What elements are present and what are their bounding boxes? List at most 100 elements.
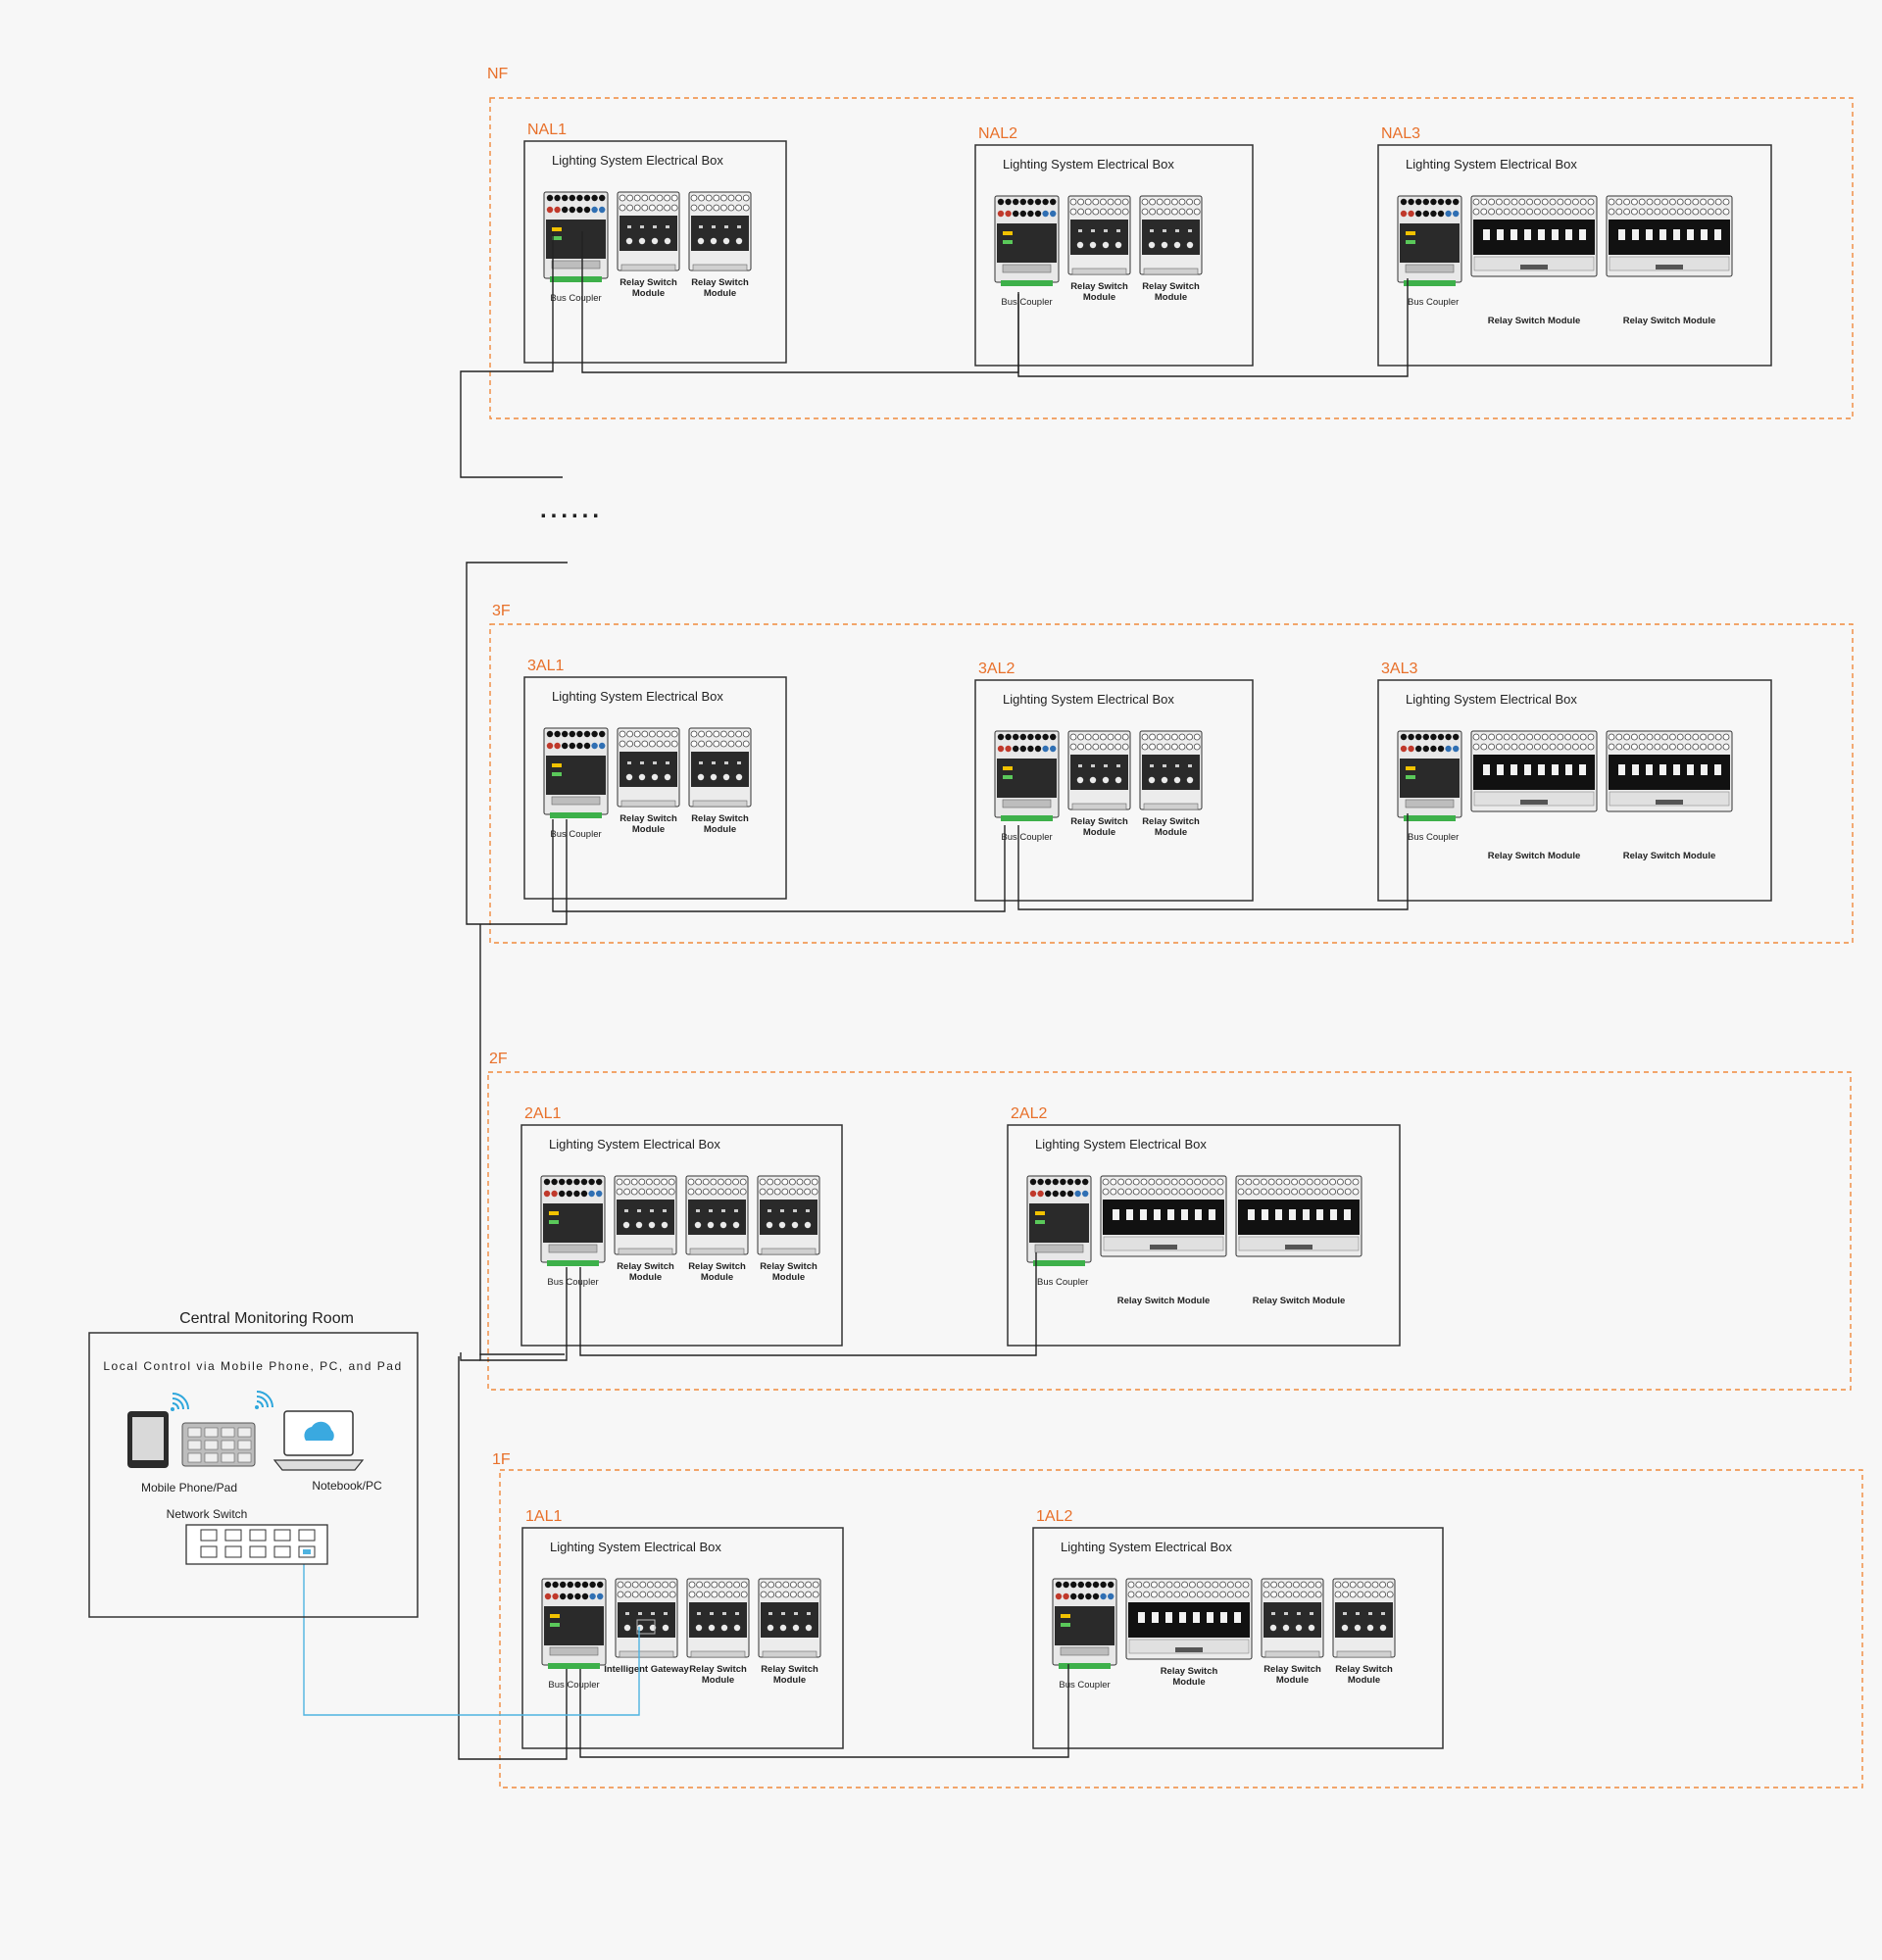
- terminal-screw: [569, 742, 575, 750]
- terminal-screw: [596, 1190, 603, 1198]
- terminal-screw: [1534, 198, 1541, 206]
- module-caption: Bus Coupler: [1001, 832, 1052, 843]
- relay-led: [1175, 764, 1179, 767]
- module-caption: Relay Switch Module: [1488, 851, 1581, 861]
- status-led: [1406, 231, 1415, 235]
- terminal-screw: [1227, 1591, 1234, 1598]
- electrical-box-label: 3AL2: [978, 661, 1015, 677]
- relay-base: [1264, 1650, 1320, 1658]
- terminal-screw: [1114, 743, 1121, 751]
- terminal-screw: [710, 1188, 718, 1196]
- relay-button: [805, 1624, 813, 1632]
- terminal-screw: [782, 1591, 790, 1598]
- relay-faceplate: [617, 1200, 674, 1235]
- relay-led: [653, 761, 657, 764]
- relay-led: [1381, 1612, 1385, 1615]
- relay-led: [697, 1612, 701, 1615]
- relay-led: [1078, 229, 1082, 232]
- terminal-screw: [1415, 210, 1422, 218]
- terminal-screw: [1344, 1188, 1352, 1196]
- terminal-screw: [1541, 208, 1549, 216]
- terminal-screw: [1692, 733, 1700, 741]
- terminal-screw: [1181, 1581, 1188, 1589]
- terminal-screw: [1141, 198, 1149, 206]
- wifi-dot: [255, 1405, 259, 1409]
- terminal-screw: [1171, 198, 1178, 206]
- terminal-screw: [1557, 198, 1564, 206]
- terminal-screw: [1277, 1591, 1285, 1598]
- module-caption: Relay Switch: [1070, 281, 1128, 292]
- terminal-screw: [789, 1178, 796, 1186]
- relay-button: [651, 237, 659, 245]
- terminal-screw: [1415, 733, 1422, 741]
- terminal-screw: [562, 742, 569, 750]
- channel-switch: [1659, 229, 1666, 240]
- terminal-screw: [1587, 733, 1595, 741]
- terminal-screw: [1186, 198, 1193, 206]
- relay-base: [1336, 1650, 1392, 1658]
- terminal-screw: [1646, 743, 1654, 751]
- terminal-screw: [669, 1591, 676, 1598]
- terminal-screw: [1117, 1188, 1124, 1196]
- ethernet-port-icon: [636, 1619, 656, 1635]
- terminal-screw: [1141, 733, 1149, 741]
- terminal-screw: [633, 204, 641, 212]
- terminal-screw: [591, 742, 598, 750]
- keypad-key: [204, 1427, 219, 1438]
- terminal-screw: [1299, 1178, 1306, 1186]
- terminal-screw: [1050, 198, 1057, 206]
- channel-switch: [1152, 1612, 1159, 1623]
- terminal-screw: [1480, 198, 1488, 206]
- coupler-label-plate: [551, 260, 601, 270]
- relay-button: [1114, 776, 1122, 784]
- terminal-screw: [1100, 198, 1107, 206]
- terminal-screw: [583, 206, 591, 214]
- terminal-screw: [576, 730, 583, 738]
- terminal-screw: [1722, 208, 1730, 216]
- keypad-key: [204, 1452, 219, 1463]
- terminal-screw: [591, 730, 598, 738]
- wide-relay-faceplate: [1609, 220, 1730, 255]
- terminal-screw: [773, 1188, 781, 1196]
- terminal-screw: [1518, 733, 1526, 741]
- terminal-screw: [1034, 745, 1042, 753]
- channel-switch: [1138, 1612, 1145, 1623]
- terminal-screw: [649, 730, 656, 738]
- relay-button: [779, 1624, 787, 1632]
- terminal-screw: [662, 1591, 669, 1598]
- wide-relay-faceplate: [1238, 1200, 1360, 1235]
- terminal-screw: [804, 1178, 811, 1186]
- terminal-screw: [698, 730, 705, 738]
- terminal-screw: [1165, 1581, 1173, 1589]
- relay-button: [638, 773, 646, 781]
- terminal-screw: [727, 194, 735, 202]
- terminal-screw: [1212, 1591, 1219, 1598]
- din-rail-connector: [1033, 1260, 1085, 1266]
- wide-relay-faceplate: [1473, 755, 1595, 790]
- terminal-screw: [664, 740, 670, 748]
- terminal-screw: [1270, 1581, 1277, 1589]
- terminal-screw: [1121, 208, 1129, 216]
- terminal-screw: [1722, 733, 1730, 741]
- relay-button: [732, 1221, 740, 1229]
- terminal-screw: [1572, 733, 1579, 741]
- relay-button: [1295, 1624, 1303, 1632]
- electrical-box-frame: [1377, 679, 1772, 902]
- terminal-screw: [1511, 733, 1518, 741]
- terminal-screw: [573, 1178, 580, 1186]
- terminal-screw: [1005, 733, 1012, 741]
- floor-boundary: [489, 623, 1854, 944]
- relay-led: [712, 761, 716, 764]
- terminal-screw: [811, 1178, 818, 1186]
- keypad-key: [237, 1452, 252, 1463]
- terminal-screw: [668, 1188, 675, 1196]
- terminal-screw: [733, 1591, 740, 1598]
- electrical-box-title: Lighting System Electrical Box: [1406, 692, 1577, 707]
- switch-port: [224, 1545, 242, 1558]
- riser-junction: [479, 1353, 565, 1355]
- channel-switch: [1248, 1209, 1255, 1220]
- cloud-icon: [304, 1421, 334, 1441]
- terminal-screw: [623, 1178, 630, 1186]
